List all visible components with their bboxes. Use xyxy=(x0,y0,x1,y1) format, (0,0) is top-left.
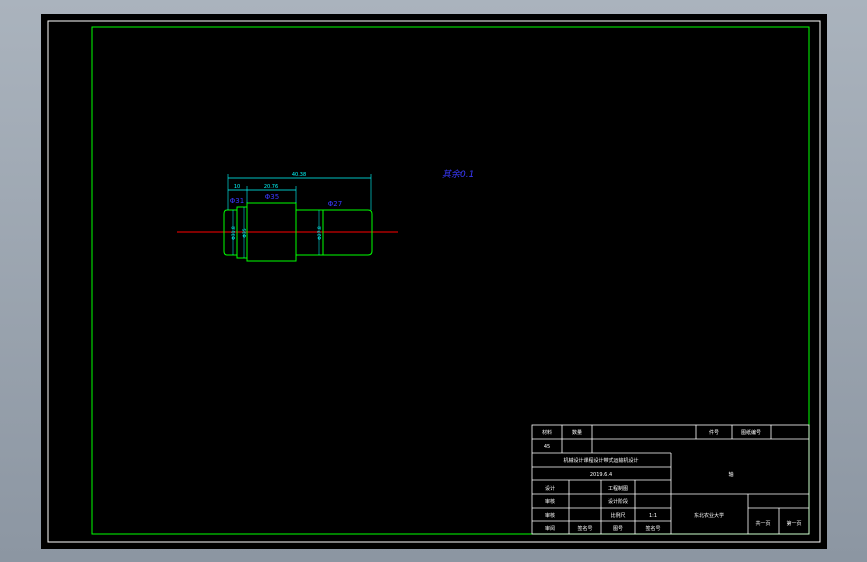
inner-frame xyxy=(91,26,810,535)
tb-material-value: 45 xyxy=(544,444,550,450)
tb-page-of: 共一页 xyxy=(755,520,770,527)
tb-designer-label: 设计 xyxy=(545,485,555,492)
dim-middle-text: 20.76 xyxy=(264,184,278,190)
tb-sheet-label: 图号 xyxy=(613,526,623,532)
title-block xyxy=(531,424,810,535)
sheet-border xyxy=(47,20,821,543)
dim-step-text: 10 xyxy=(234,184,240,190)
tb-sign-label-2: 签名号 xyxy=(645,525,660,532)
tb-quantity-label: 数量 xyxy=(572,429,582,436)
tolerance-note: 其余0.1 xyxy=(442,169,474,180)
tb-part-no-value: 图纸编号 xyxy=(741,429,761,436)
tb-project-title: 机械设计课程设计带式运输机设计 xyxy=(563,457,638,464)
tb-part-name: 轴 xyxy=(728,471,733,478)
title-block-frame xyxy=(531,424,810,535)
tb-approver-label: 审核 xyxy=(545,512,555,519)
title-block-text: 材料 数量 45 件号 图纸编号 机械设计课程设计带式运输机设计 2019.6.… xyxy=(542,429,802,532)
tb-material-label: 材料 xyxy=(542,429,552,436)
shaft-left-end xyxy=(223,209,238,256)
tb-university: 东北农业大学 xyxy=(694,512,724,519)
dim-dia-mid: Φ35 xyxy=(265,193,279,201)
shaft-right xyxy=(295,209,373,256)
tb-review-label: 审阅 xyxy=(545,525,555,532)
vdim-left-text: Φ31.8 xyxy=(231,226,237,240)
dim-overall-text: 40.38 xyxy=(292,172,306,178)
drawing-svg: 40.38 10 20.76 Φ31 Φ35 Φ27 Φ31.8 Φ35 Φ27… xyxy=(47,20,821,543)
tb-part-no-label: 件号 xyxy=(709,429,719,436)
vdim-right-text: Φ27.8 xyxy=(317,226,323,240)
drawing-canvas[interactable]: 40.38 10 20.76 Φ31 Φ35 Φ27 Φ31.8 Φ35 Φ27… xyxy=(41,14,827,549)
tb-checker-label: 审核 xyxy=(545,498,555,505)
tb-scale-label: 比例尺 xyxy=(610,512,625,519)
dim-dia-right: Φ27 xyxy=(328,200,342,208)
tb-date: 2019.6.4 xyxy=(590,472,612,478)
tb-scale-value: 1:1 xyxy=(649,513,657,519)
tb-sign-label-1: 签名号 xyxy=(577,525,592,532)
shaft-drawing: 40.38 10 20.76 Φ31 Φ35 Φ27 Φ31.8 Φ35 Φ27… xyxy=(177,172,398,262)
dim-dia-left: Φ31 xyxy=(230,197,244,205)
vdim-step-text: Φ35 xyxy=(242,228,248,237)
tb-page-num: 第一页 xyxy=(786,520,801,527)
tb-school-label: 工程制图 xyxy=(608,485,628,492)
tb-stage-label: 设计阶段 xyxy=(608,498,628,505)
